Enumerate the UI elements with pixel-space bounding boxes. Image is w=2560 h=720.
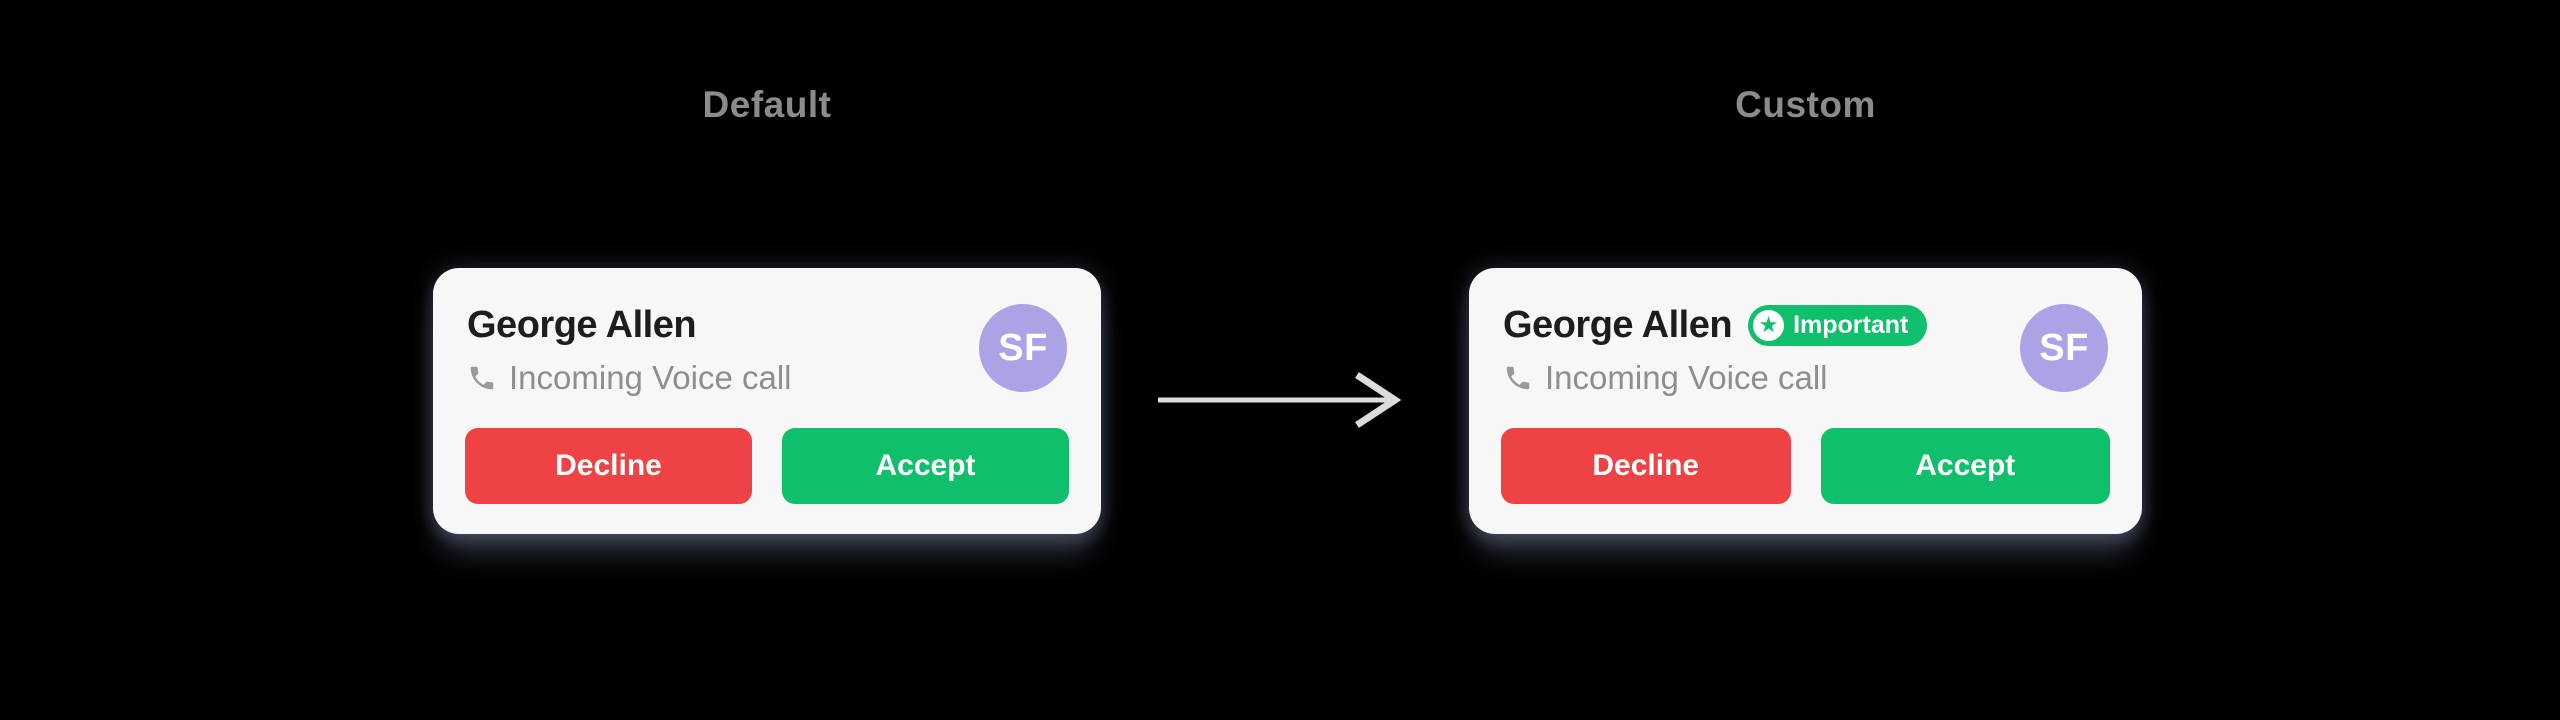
caller-name: George Allen [1503, 304, 1733, 346]
phone-icon [1503, 363, 1533, 393]
action-buttons-row: Decline Accept [1501, 428, 2110, 504]
section-label-default: Default [702, 84, 832, 125]
subtitle-row: Incoming Voice call [1503, 359, 2110, 397]
title-row: George Allen [467, 304, 1069, 347]
call-notification-card-custom: George Allen ★ Important Incoming Voice … [1469, 268, 2142, 534]
avatar-initials: SF [2039, 326, 2089, 369]
avatar: SF [2020, 304, 2108, 392]
section-label-custom: Custom [1735, 84, 1876, 125]
accept-button[interactable]: Accept [1820, 428, 2110, 504]
decline-button[interactable]: Decline [1501, 428, 1791, 504]
avatar-initials: SF [998, 326, 1048, 369]
subtitle-row: Incoming Voice call [467, 359, 1069, 397]
badge-label: Important [1793, 311, 1909, 339]
accept-button[interactable]: Accept [782, 428, 1069, 504]
avatar: SF [979, 304, 1067, 392]
call-status-label: Incoming Voice call [1545, 359, 1828, 396]
decline-button[interactable]: Decline [465, 428, 752, 504]
caller-name: George Allen [467, 304, 697, 346]
important-badge: ★ Important [1748, 305, 1928, 346]
title-row: George Allen ★ Important [1503, 304, 2110, 347]
action-buttons-row: Decline Accept [465, 428, 1069, 504]
arrow-right-icon [1158, 372, 1402, 428]
star-icon: ★ [1753, 310, 1785, 341]
phone-icon [467, 363, 497, 393]
call-notification-card-default: George Allen Incoming Voice call SF Decl… [433, 268, 1101, 534]
call-status-label: Incoming Voice call [509, 359, 792, 396]
